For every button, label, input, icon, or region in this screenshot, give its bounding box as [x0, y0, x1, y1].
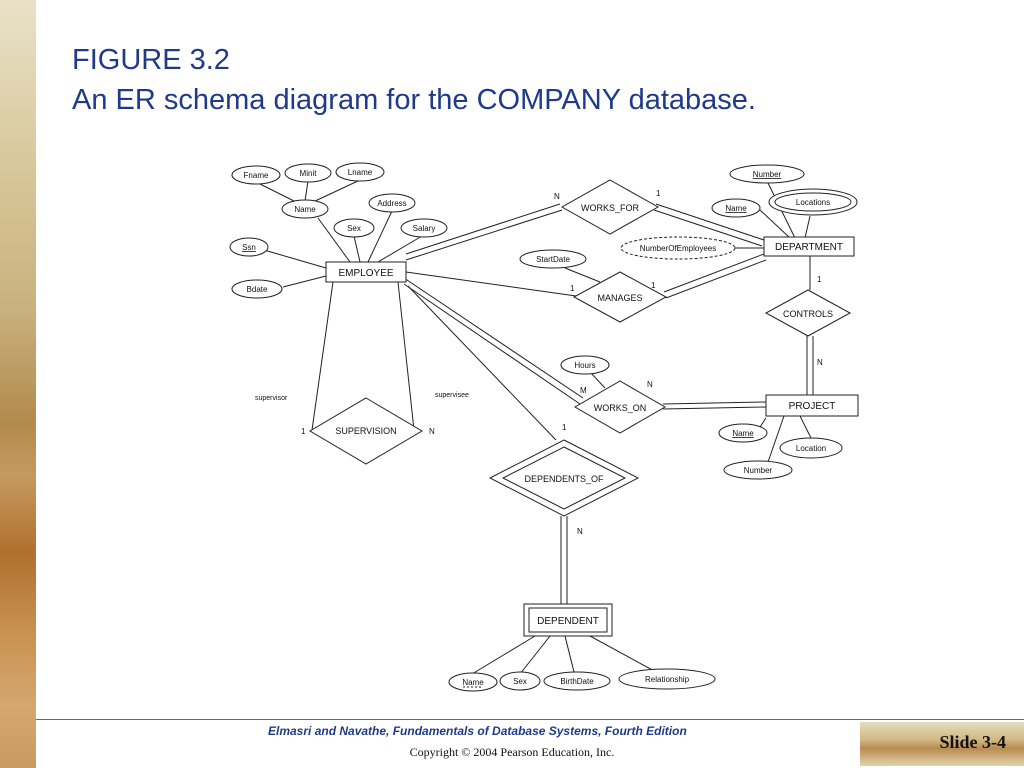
- svg-text:Salary: Salary: [413, 224, 436, 233]
- footer-divider: [36, 719, 1024, 720]
- relationship-works-for: WORKS_FOR: [560, 179, 660, 235]
- relationship-label: WORKS_FOR: [581, 203, 640, 213]
- relationship-label: MANAGES: [597, 293, 642, 303]
- cardinality: 1: [301, 427, 306, 436]
- cardinality: N: [577, 527, 583, 536]
- entity-label: DEPENDENT: [537, 616, 599, 627]
- svg-text:Address: Address: [377, 199, 406, 208]
- attribute-dept-number-key: Number: [729, 164, 805, 184]
- cardinality: 1: [656, 189, 661, 198]
- attribute-proj-name-key: Name: [718, 423, 768, 443]
- figure-title: FIGURE 3.2: [72, 44, 230, 76]
- er-diagram: EMPLOYEE DEPARTMENT PROJECT DEPENDENT WO…: [229, 162, 859, 692]
- attribute-proj-number: Number: [723, 460, 793, 480]
- entity-label: EMPLOYEE: [338, 268, 393, 279]
- attribute-emp-name-composite: Name: [281, 199, 329, 219]
- cardinality: 1: [651, 281, 656, 290]
- attribute-lname: Lname: [335, 162, 385, 182]
- svg-text:Sex: Sex: [347, 224, 361, 233]
- decorative-side-strip: [0, 0, 36, 768]
- svg-text:Relationship: Relationship: [645, 675, 690, 684]
- cardinality: 1: [570, 284, 575, 293]
- attribute-fname: Fname: [231, 165, 281, 185]
- relationship-controls: CONTROLS: [764, 289, 852, 337]
- entity-dependent-weak: DEPENDENT: [523, 603, 613, 637]
- svg-text:Minit: Minit: [300, 169, 318, 178]
- attribute-hours: Hours: [560, 355, 610, 375]
- role-supervisor: supervisor: [255, 395, 288, 402]
- svg-text:Ssn: Ssn: [242, 243, 256, 252]
- relationship-label: DEPENDENTS_OF: [524, 474, 604, 484]
- footer-book-credit: Elmasri and Navathe, Fundamentals of Dat…: [268, 724, 687, 738]
- svg-text:StartDate: StartDate: [536, 255, 570, 264]
- svg-text:Locations: Locations: [796, 198, 830, 207]
- attribute-salary: Salary: [400, 218, 448, 238]
- figure-caption: An ER schema diagram for the COMPANY dat…: [72, 84, 756, 116]
- entity-employee: EMPLOYEE: [325, 261, 407, 283]
- relationship-label: CONTROLS: [783, 309, 833, 319]
- relationship-manages: MANAGES: [572, 271, 668, 323]
- slide-badge: Slide 3-4: [860, 722, 1024, 766]
- attribute-dep-name-partial-key: Name: [448, 672, 498, 692]
- footer-book-title: Elmasri and Navathe, Fundamentals of Dat…: [268, 724, 605, 738]
- attribute-minit: Minit: [284, 163, 332, 183]
- entity-project: PROJECT: [765, 394, 859, 417]
- cardinality: M: [580, 386, 587, 395]
- svg-text:Lname: Lname: [348, 168, 373, 177]
- svg-text:BirthDate: BirthDate: [560, 677, 594, 686]
- cardinality: N: [817, 358, 823, 367]
- attribute-locations-multivalued: Locations: [768, 188, 858, 216]
- svg-text:Number: Number: [744, 466, 773, 475]
- svg-text:Name: Name: [462, 678, 484, 687]
- cardinality: 1: [817, 275, 822, 284]
- attribute-dept-name-key: Name: [711, 198, 761, 218]
- attribute-relationship: Relationship: [618, 668, 716, 690]
- svg-text:Fname: Fname: [244, 171, 269, 180]
- relationship-supervision: SUPERVISION: [309, 397, 423, 465]
- svg-text:Name: Name: [732, 429, 754, 438]
- svg-text:Hours: Hours: [574, 361, 595, 370]
- cardinality: N: [429, 427, 435, 436]
- relationship-label: WORKS_ON: [594, 403, 647, 413]
- attribute-emp-sex: Sex: [333, 218, 375, 238]
- svg-text:Bdate: Bdate: [247, 285, 268, 294]
- relationship-works-on: WORKS_ON: [574, 380, 666, 434]
- relationship-label: SUPERVISION: [335, 426, 396, 436]
- svg-text:Name: Name: [294, 205, 316, 214]
- attribute-ssn-key: Ssn: [229, 237, 269, 257]
- attribute-proj-location: Location: [779, 437, 843, 459]
- connector-lines: [257, 179, 814, 675]
- footer-edition: Fourth Edition: [604, 724, 687, 738]
- cardinality: N: [647, 380, 653, 389]
- attribute-birthdate: BirthDate: [543, 671, 611, 691]
- footer-copyright: Copyright © 2004 Pearson Education, Inc.: [409, 745, 615, 759]
- svg-text:NumberOfEmployees: NumberOfEmployees: [640, 244, 716, 253]
- svg-text:Number: Number: [753, 170, 782, 179]
- attribute-bdate: Bdate: [231, 279, 283, 299]
- entity-label: PROJECT: [789, 401, 836, 412]
- svg-text:Sex: Sex: [513, 677, 527, 686]
- cardinality: 1: [562, 423, 567, 432]
- role-supervisee: supervisee: [435, 392, 469, 399]
- attribute-number-of-employees-derived: NumberOfEmployees: [620, 236, 736, 260]
- cardinality-labels: N 1 1 1 1 N M N 1 N 1 N: [301, 189, 823, 536]
- svg-text:Name: Name: [725, 204, 747, 213]
- svg-text:Location: Location: [796, 444, 826, 453]
- slide-number: Slide 3-4: [939, 732, 1006, 752]
- entity-department: DEPARTMENT: [763, 236, 855, 257]
- cardinality: N: [554, 192, 560, 201]
- relationship-dependents-of-identifying: DEPENDENTS_OF: [488, 439, 640, 517]
- attribute-startdate: StartDate: [519, 249, 587, 269]
- entity-label: DEPARTMENT: [775, 242, 843, 253]
- attribute-dep-sex: Sex: [499, 671, 541, 691]
- attribute-address: Address: [368, 193, 416, 213]
